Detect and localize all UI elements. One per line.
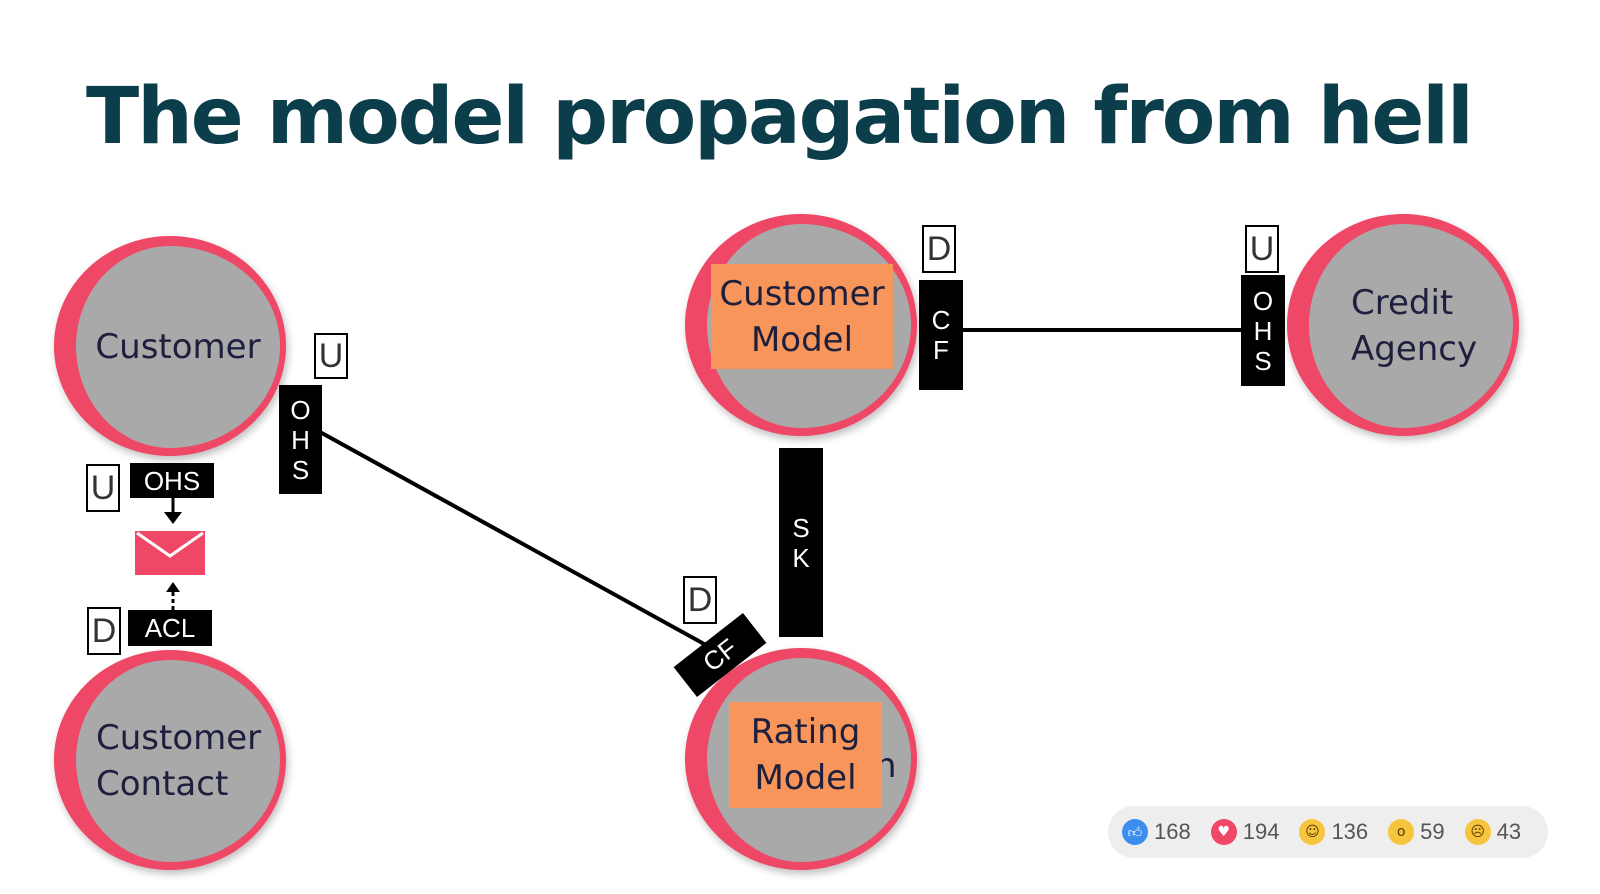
reaction-love-count: 194 (1242, 819, 1280, 844)
context-credit-agency-label: Credit Agency (1351, 283, 1478, 369)
customer-model-highlight: Customer Model (711, 264, 893, 369)
reaction-like-count: 168 (1154, 819, 1191, 844)
ohs-to-message-arrow-head (164, 512, 182, 524)
marker-u-customer-right: U (314, 333, 348, 379)
bar-ohs-customer: O H S (279, 385, 322, 494)
rating-model-highlight: Rating Model (729, 702, 882, 808)
bar-acl: ACL (128, 610, 212, 646)
marker-d-customer-model: D (922, 225, 956, 273)
reaction-haha[interactable]: ☺ 136 (1299, 819, 1368, 845)
reaction-sad-count: 43 (1496, 819, 1522, 844)
reaction-wow[interactable]: o 59 (1388, 819, 1445, 845)
bar-cf-customer-model: C F (919, 280, 963, 390)
context-rating-model-label: Rating Model (750, 712, 861, 798)
marker-u-customer-bottom: U (86, 464, 120, 512)
marker-d-rating-model: D (683, 576, 717, 624)
reaction-haha-count: 136 (1331, 819, 1369, 844)
reaction-wow-count: 59 (1420, 819, 1445, 844)
context-customer-model-label: Customer Model (719, 273, 885, 360)
surprised-face-icon: o (1388, 819, 1415, 845)
reaction-sad[interactable]: ☹ 43 (1464, 819, 1522, 845)
bar-ohs-message: OHS (130, 463, 214, 498)
context-customer-contact: Customer Contact (54, 650, 286, 870)
bar-ohs-credit-agency: O H S (1241, 275, 1285, 386)
heart-icon: ♥ (1210, 819, 1237, 845)
context-customer: Customer (54, 236, 286, 456)
thumbs-up-icon: 👍︎ (1122, 819, 1148, 845)
bar-sk: S K (779, 448, 823, 637)
acl-to-message-arrow-head (166, 582, 180, 592)
reaction-like[interactable]: 👍︎ 168 (1122, 819, 1191, 845)
reaction-love[interactable]: ♥ 194 (1210, 819, 1280, 845)
crying-face-icon: ☹ (1464, 819, 1491, 845)
reactions-bar: 👍︎ 168 ♥ 194 ☺ 136 o 59 ☹ 43 (1108, 806, 1548, 858)
slide-title: The model propagation from hell (86, 72, 1474, 162)
context-credit-agency: Credit Agency (1287, 214, 1519, 436)
marker-u-credit-agency: U (1245, 225, 1279, 273)
customer-to-rating-line (319, 430, 716, 652)
message-envelope-icon (135, 531, 205, 575)
laughing-face-icon: ☺ (1299, 819, 1326, 845)
marker-d-customer-contact: D (87, 607, 121, 655)
context-customer-contact-label: Customer Contact (96, 718, 262, 804)
context-customer-label: Customer (95, 327, 261, 367)
